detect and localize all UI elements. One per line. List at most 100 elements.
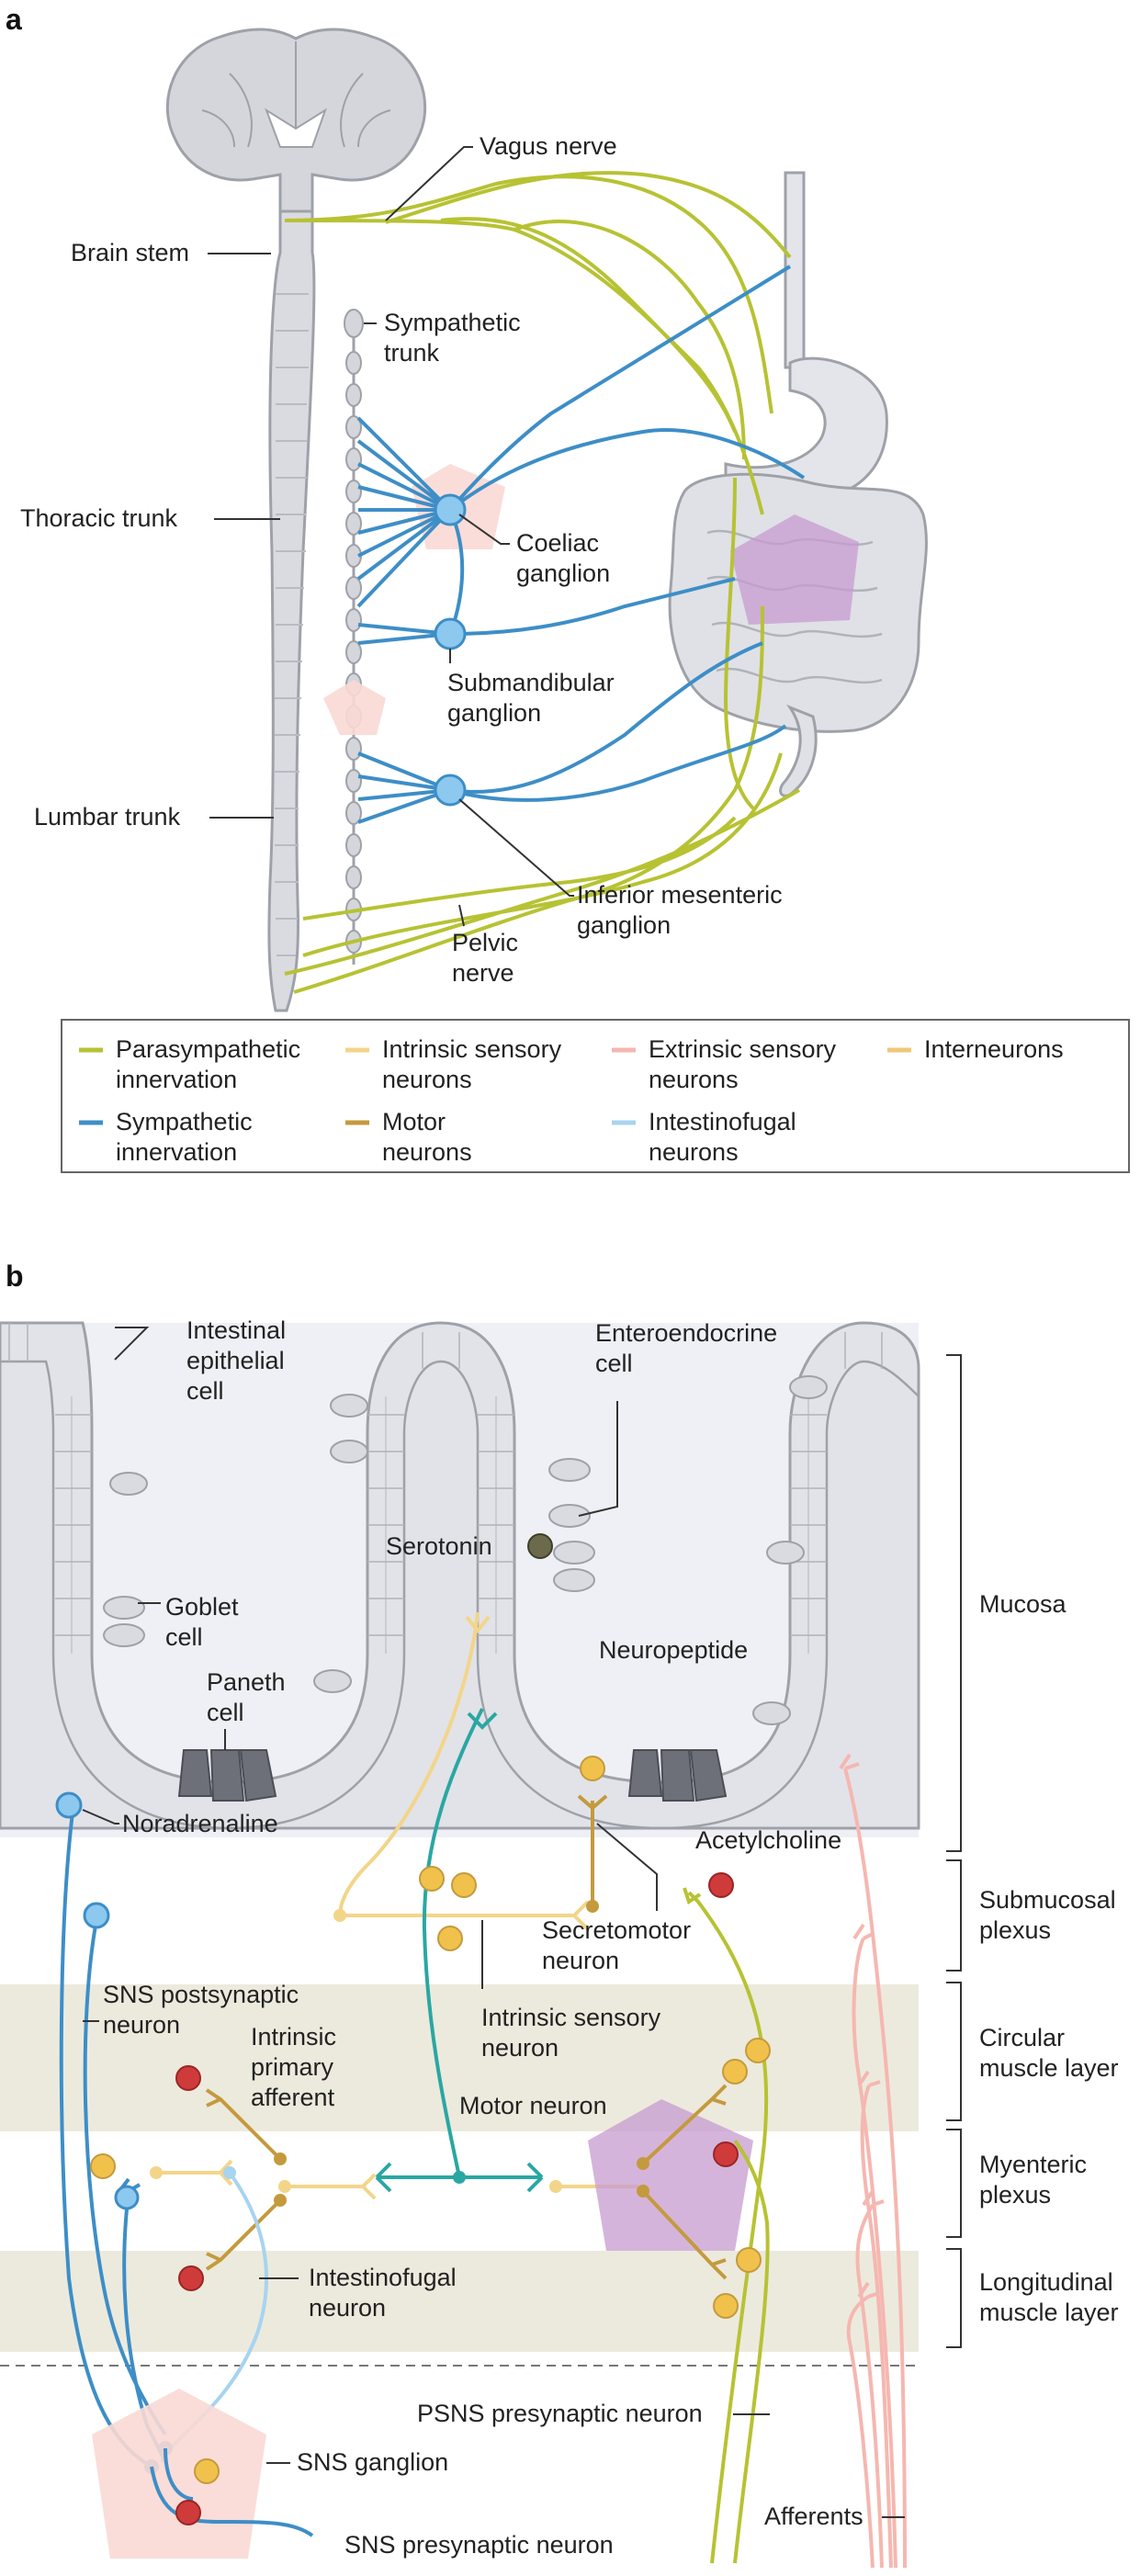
- inferior-mesenteric-ganglion-node: [434, 774, 467, 807]
- sns-presynaptic-branch: [164, 2447, 194, 2501]
- isn-label-2: neuron: [481, 2034, 559, 2062]
- symp-trunk-label-2: trunk: [384, 339, 440, 367]
- vagus-leader: [385, 146, 473, 221]
- afferents-label: Afferents: [764, 2503, 863, 2530]
- pelvic-leader: [458, 904, 465, 927]
- legend-item-4: Sympathetic innervation: [79, 1108, 253, 1166]
- submucosa-band: [0, 1837, 919, 1984]
- acetylcholine-vesicle: [708, 1872, 734, 1898]
- ipa-terminal: [467, 1712, 498, 1730]
- psns-label: PSNS presynaptic neuron: [417, 2400, 703, 2427]
- layer-circular-1: Circular: [979, 2024, 1065, 2051]
- pelvic-label-2: nerve: [452, 959, 514, 987]
- layer-submucosal-1: Submucosal: [979, 1886, 1116, 1914]
- vagus-label: Vagus nerve: [480, 132, 617, 160]
- goblet-cell: [752, 1701, 791, 1725]
- goblet-label-2: cell: [165, 1623, 203, 1651]
- motor-axon-down: [641, 2189, 728, 2280]
- layer-myenteric-2: plexus: [979, 2181, 1051, 2209]
- legend-text: Parasympathetic: [116, 1035, 300, 1063]
- submandibular-ganglion-node: [434, 617, 467, 650]
- intrinsic-sensory-soma: [333, 1909, 346, 1922]
- lumbar-label: Lumbar trunk: [34, 803, 181, 830]
- digestive-tract: [668, 171, 928, 797]
- legend-text: innervation: [116, 1066, 237, 1093]
- layer-longitudinal-1: Longitudinal: [979, 2268, 1113, 2296]
- serotonin-label: Serotonin: [386, 1532, 492, 1560]
- ipa-dendrite: [422, 1708, 484, 2178]
- secretomotor-terminal: [577, 1794, 608, 1811]
- goblet-cell: [766, 1541, 805, 1565]
- legend-item-5: Motor neurons: [345, 1108, 472, 1166]
- psns-presynaptic-branch: [733, 2139, 770, 2564]
- sns-ganglion-label: SNS ganglion: [297, 2448, 448, 2476]
- enteroendocrine-cell: [553, 1541, 595, 1565]
- paneth-label-1: Paneth: [207, 1668, 286, 1696]
- paneth-cell: [209, 1749, 245, 1802]
- extrinsic-afferents: [839, 1753, 907, 2569]
- interneuron-mid: [285, 2173, 377, 2200]
- legend-text: innervation: [116, 1138, 237, 1166]
- longitudinal-muscle-band: [0, 2251, 919, 2352]
- psns-terminal: [683, 1887, 702, 1905]
- symp-trunk-label-1: Sympathetic: [384, 309, 521, 336]
- motor-left-up: [205, 2088, 282, 2161]
- paneth-cell: [689, 1749, 728, 1802]
- interneuron-left: [156, 2159, 233, 2186]
- legend-text: neurons: [382, 1066, 472, 1093]
- submand-label-2: ganglion: [447, 699, 541, 727]
- iec-leader: [114, 1327, 150, 1361]
- paneth-cell: [627, 1749, 663, 1797]
- goblet-label-1: Goblet: [165, 1593, 239, 1621]
- small-pentagon-marker: [323, 680, 386, 735]
- sympathetic-nerves: [356, 265, 806, 824]
- secretomotor-soma: [586, 1900, 599, 1913]
- motor-left-soma: [274, 2152, 287, 2165]
- paneth-label-2: cell: [207, 1699, 244, 1726]
- ipa-label-2: primary: [251, 2053, 334, 2081]
- legend-item-0: Parasympathetic innervation: [79, 1035, 300, 1093]
- ee-leader: [578, 1401, 618, 1517]
- sns-pre-label: SNS presynaptic neuron: [344, 2531, 614, 2559]
- neuropeptide-label: Neuropeptide: [599, 1636, 748, 1664]
- intrinsic-sensory-terminal: [465, 1615, 491, 1634]
- coeliac-label-2: ganglion: [516, 559, 610, 587]
- legend: Parasympathetic innervation Intrinsic se…: [61, 1019, 1130, 1173]
- legend-box: [61, 1019, 1130, 1173]
- secretomotor-leader: [596, 1823, 658, 1911]
- sns-post-label-2: neuron: [103, 2011, 180, 2039]
- legend-text: Motor: [382, 1108, 446, 1135]
- ee-label-1: Enteroendocrine: [595, 1319, 777, 1347]
- infmes-leader: [458, 798, 574, 897]
- ipa-soma: [453, 2171, 466, 2184]
- legend-text: neurons: [649, 1066, 739, 1093]
- thoracic-label: Thoracic trunk: [20, 504, 178, 532]
- panel-b-letter: b: [6, 1260, 24, 1293]
- sns-presynaptic-axon: [150, 2466, 314, 2537]
- interneuron-soma: [278, 2180, 291, 2193]
- infmes-label-1: Inferior mesenteric: [577, 881, 783, 909]
- layer-myenteric-1: Myenteric: [979, 2151, 1087, 2178]
- sns-ganglion-pentagon: [92, 2389, 266, 2559]
- interneuron-soma: [150, 2166, 163, 2179]
- intestinofugal-soma: [223, 2166, 236, 2179]
- layer-submucosal-2: plexus: [979, 1916, 1051, 1944]
- intestinofugal-label-1: Intestinofugal: [309, 2264, 457, 2291]
- sns-post-label-1: SNS postsynaptic: [103, 1981, 299, 2008]
- iec-label-1: Intestinal: [186, 1316, 286, 1344]
- motor-label: Motor neuron: [459, 2092, 607, 2119]
- paneth-cell: [239, 1749, 277, 1802]
- goblet-cell: [330, 1394, 368, 1418]
- panel-a-letter: a: [6, 3, 22, 36]
- intrinsic-sensory-dendrite: [338, 1611, 480, 1916]
- brain: [165, 28, 427, 213]
- noradrenaline-label: Noradrenaline: [122, 1810, 278, 1837]
- secretomotor-label-1: Secretomotor: [542, 1916, 691, 1944]
- enteroendocrine-cell: [553, 1568, 595, 1592]
- noradrenaline-vesicle: [83, 1902, 110, 1929]
- legend-text: Extrinsic sensory: [649, 1035, 837, 1063]
- pelvic-label-1: Pelvic: [452, 929, 518, 956]
- secretomotor-label-2: neuron: [542, 1947, 619, 1974]
- brainstem-label: Brain stem: [71, 239, 189, 266]
